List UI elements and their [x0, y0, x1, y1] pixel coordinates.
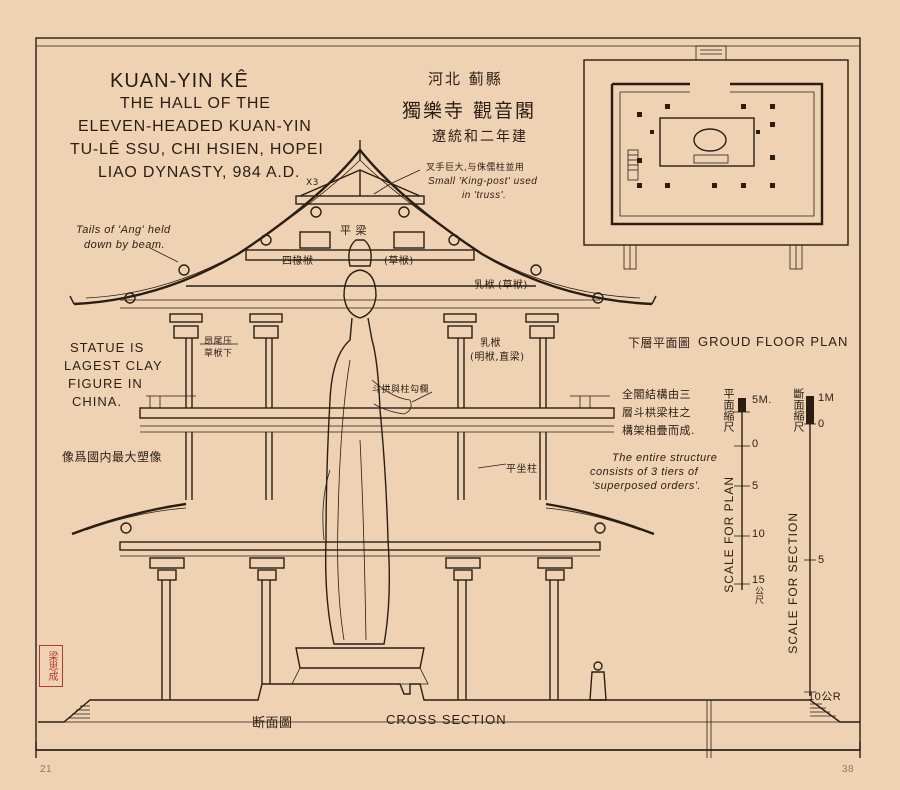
sheet-number-left: 21 — [40, 764, 53, 775]
king-post-note-cn: 叉手巨大,与侏儒柱並用 — [426, 163, 525, 173]
statue-note-4: CHINA. — [72, 394, 123, 409]
ru-fu-ming-label: 乳栿 — [480, 338, 501, 349]
section-label-cn: 断面圖 — [252, 716, 293, 731]
dou-gong-label: 斗拱與柱勾欄 — [372, 385, 430, 395]
scale-for-section — [804, 396, 816, 696]
title-line-5: LIAO DYNASTY, 984 A.D. — [98, 164, 301, 181]
ang-tails-note-2: down by beam. — [84, 239, 166, 251]
title-line-2: THE HALL OF THE — [120, 95, 271, 112]
statue-note-2: LAGEST CLAY — [64, 358, 163, 373]
title-line-1: KUAN-YIN KÊ — [110, 70, 249, 92]
sheet-number-right: 38 — [842, 764, 855, 775]
cross-section — [38, 140, 860, 723]
statue-note-1: STATUE IS — [70, 340, 145, 355]
ming-fu-label: (明栿,直梁) — [470, 352, 525, 363]
plan-label-cn: 下層平面圖 — [628, 336, 691, 350]
overall-dimension-line — [35, 700, 861, 758]
structure-note-cn-3: 構架相疊而成. — [622, 424, 695, 437]
statue-note-3: FIGURE IN — [68, 376, 143, 391]
kuan-yin-statue — [291, 239, 429, 685]
chinese-title-line-3: 遼統和二年建 — [432, 129, 528, 145]
plan-scale-tick-0: 0 — [752, 438, 759, 450]
plan-scale-label: SCALE FOR PLAN — [722, 476, 736, 593]
scale-for-plan — [734, 398, 750, 590]
title-line-4: TU-LÊ SSU, CHI HSIEN, HOPEI — [70, 141, 324, 158]
x3-label: X3 — [306, 178, 319, 188]
title-line-3: ELEVEN-HEADED KUAN-YIN — [78, 118, 312, 135]
ru-fu-label: 乳栿 — [474, 280, 495, 291]
cao-fu-label: (草栿) — [384, 256, 414, 267]
artist-seal: 梁思成 — [39, 645, 63, 687]
section-scale-end: 10公R — [808, 691, 842, 703]
structure-note-cn-2: 層斗栱梁柱之 — [622, 406, 691, 419]
plan-scale-label-cn: 平面縮尺 — [722, 388, 735, 432]
plan-label: GROUD FLOOR PLAN — [698, 334, 849, 349]
section-scale-unit: 1M — [818, 392, 835, 404]
statue-note-cn: 像爲國内最大塑像 — [62, 450, 163, 464]
structure-note-1: The entire structure — [612, 452, 718, 464]
human-scale-figure — [589, 661, 607, 701]
king-post-note-2: in 'truss'. — [462, 190, 507, 201]
structure-note-cn-1: 全閣結構由三 — [622, 388, 691, 401]
ru-fu-cao-label: (草栿) — [498, 280, 528, 291]
section-scale-label-cn: 斷面縮尺 — [792, 388, 805, 432]
chinese-title-line-1: 河北 蓟縣 — [428, 70, 503, 88]
section-scale-label: SCALE FOR SECTION — [786, 512, 800, 654]
king-post-note-1: Small 'King-post' used — [428, 176, 538, 187]
plan-scale-tick-5: 5 — [752, 480, 759, 492]
chinese-title-line-2: 獨樂寺 觀音閣 — [402, 100, 537, 122]
ang-cn-label-2: 草栿下 — [204, 349, 233, 359]
plan-scale-end-cn: 公尺 — [753, 586, 763, 604]
section-scale-tick-0: 0 — [818, 418, 825, 430]
section-label: CROSS SECTION — [386, 712, 507, 727]
si-chuan-fu-label: 四椽栿 — [282, 256, 314, 267]
plan-scale-unit: 5M. — [752, 394, 772, 406]
ping-zuo-zhu-label: 平坐柱 — [506, 464, 538, 475]
structure-note-3: 'superposed orders'. — [592, 480, 701, 492]
section-scale-tick-5: 5 — [818, 554, 825, 566]
ping-liang-label: 平 梁 — [340, 224, 367, 237]
structure-note-2: consists of 3 tiers of — [590, 466, 699, 478]
ang-cn-label-1: 昂尾压 — [204, 337, 233, 347]
plan-scale-tick-10: 10 — [752, 528, 766, 540]
plan-scale-tick-15: 15 — [752, 574, 766, 586]
ang-tails-note-1: Tails of 'Ang' held — [76, 224, 171, 236]
ground-floor-plan — [583, 45, 849, 270]
